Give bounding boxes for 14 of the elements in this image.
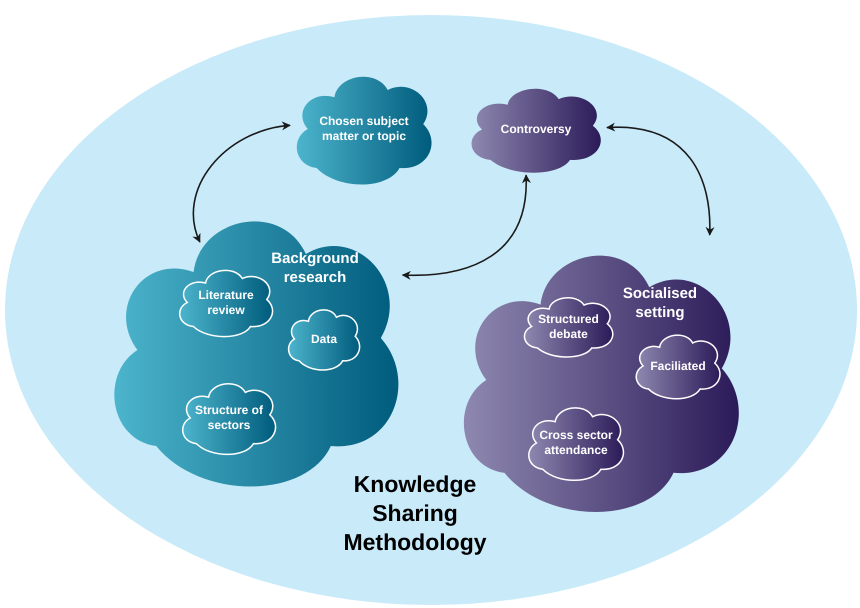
curved-double-arrow <box>402 174 530 280</box>
cloud-label: Controversy <box>500 122 572 137</box>
cloud-heading: Background research <box>270 250 360 288</box>
curved-double-arrow <box>192 122 291 243</box>
cloud-label: Structure of sectors <box>194 403 264 433</box>
cloud-label: Cross sector attendance <box>538 428 614 458</box>
cloud-heading: Socialised setting <box>622 285 698 322</box>
cloud-label: Chosen subject matter or topic <box>318 114 410 144</box>
ellipse-label: Knowledge Sharing Methodology <box>342 470 488 556</box>
cloud-label: Literature review <box>197 288 255 318</box>
curved-double-arrow <box>606 123 714 236</box>
cloud-label: Data <box>310 332 337 346</box>
cloud-label: Faciliated <box>650 358 706 374</box>
cloud-label: Structured debate <box>537 312 600 342</box>
